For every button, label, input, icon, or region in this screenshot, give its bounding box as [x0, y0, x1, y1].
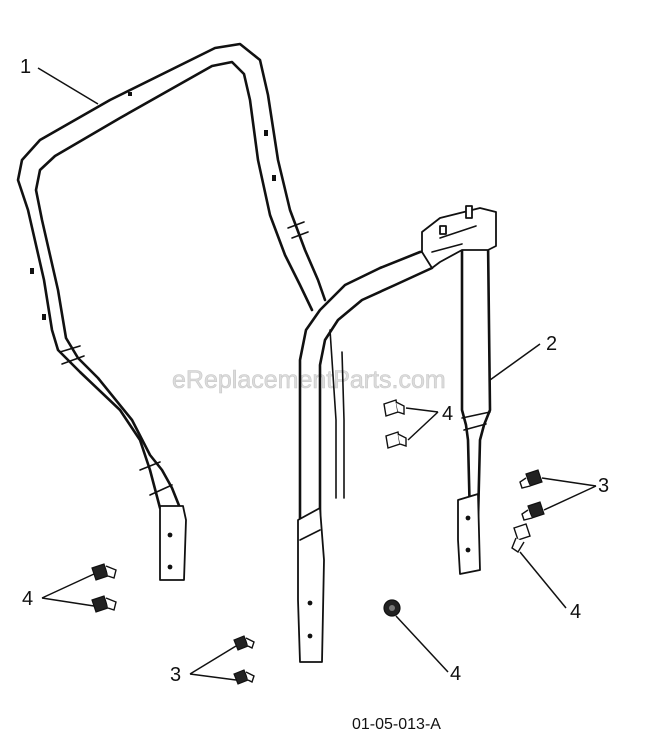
- part-1-frame: [16, 42, 327, 581]
- leader-2: [489, 343, 541, 381]
- bolt-right-single: [511, 523, 531, 553]
- leader-4-bottom: [395, 615, 449, 673]
- leader-1: [37, 67, 99, 105]
- leader-4-left-b: [41, 597, 95, 607]
- leader-4-left-a: [41, 573, 95, 599]
- leader-3-bottom-b: [189, 673, 237, 681]
- callout-4-left: 4: [22, 588, 33, 610]
- bolt-middle-upper: [383, 399, 405, 417]
- bolt-left-upper: [91, 563, 117, 581]
- bolt-bottom-upper: [233, 635, 255, 651]
- drawing-code: 01-05-013-A: [352, 716, 441, 733]
- callout-4-right: 4: [570, 601, 581, 623]
- bolt-right-lower: [521, 501, 545, 521]
- bolt-right-upper: [519, 469, 543, 489]
- leader-3-right-b: [543, 485, 597, 511]
- leader-4-right: [519, 551, 567, 609]
- leader-4-middle-b: [407, 411, 439, 441]
- callout-2: 2: [546, 333, 557, 355]
- callout-4-bottom: 4: [450, 663, 461, 685]
- callout-4-middle: 4: [442, 403, 453, 425]
- leader-4-middle-a: [405, 407, 439, 413]
- leader-3-right-a: [541, 477, 597, 487]
- callout-3-right: 3: [598, 475, 609, 497]
- callout-3-bottom: 3: [170, 664, 181, 686]
- leader-3-bottom-a: [189, 645, 237, 675]
- bolt-middle-lower: [385, 431, 407, 449]
- nut-center: [383, 599, 401, 617]
- watermark-text: eReplacementParts.com: [172, 366, 446, 394]
- bolt-bottom-lower: [233, 669, 255, 685]
- bolt-left-lower: [91, 595, 117, 613]
- callout-1: 1: [20, 56, 31, 78]
- part-2-frame: [297, 205, 497, 663]
